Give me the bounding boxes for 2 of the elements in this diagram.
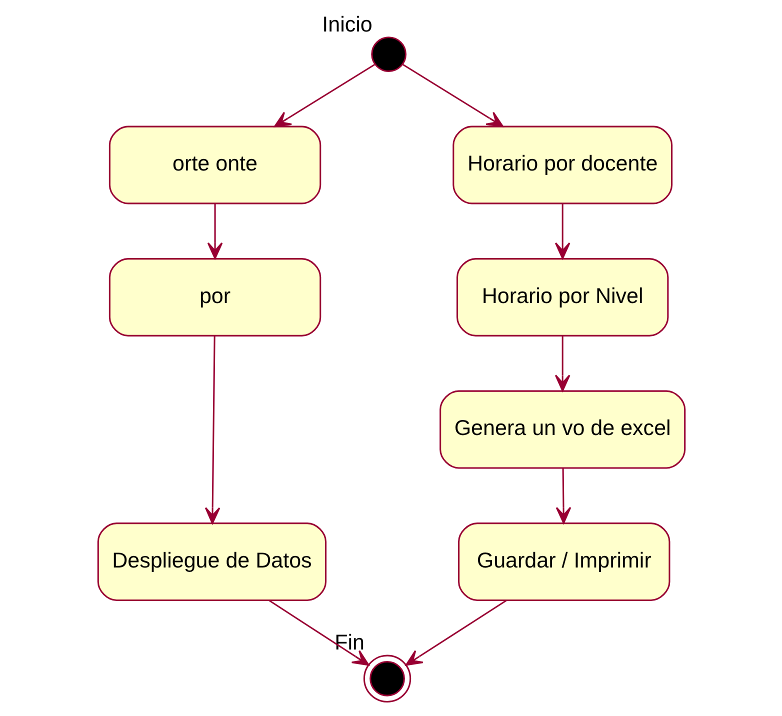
node-label: Fin xyxy=(334,630,364,655)
node-label: Inicio xyxy=(322,12,372,37)
